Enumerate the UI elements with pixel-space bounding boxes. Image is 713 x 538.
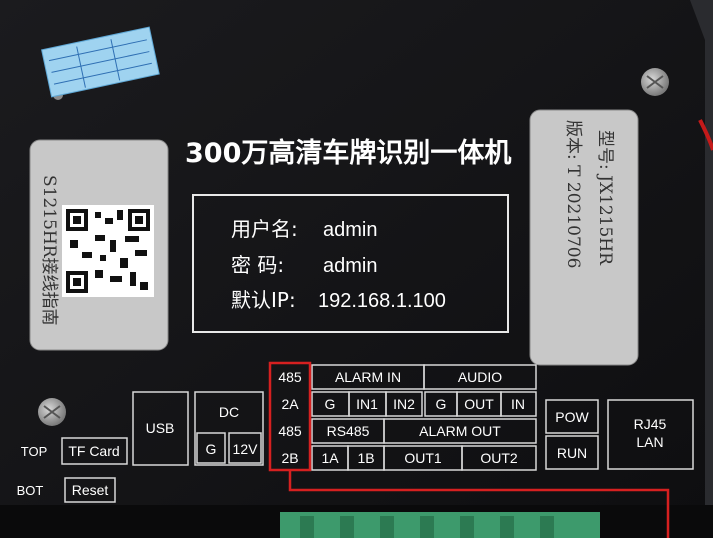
credentials-box: [192, 194, 509, 333]
bot-label: BOT: [17, 483, 44, 498]
product-title: 300万高清车牌识别一体机: [185, 137, 511, 169]
dc-g-label: G: [206, 441, 217, 457]
dc-label: DC: [219, 404, 239, 420]
username-value: admin: [323, 219, 377, 241]
usb-box: [132, 391, 189, 466]
port-485-top: 485: [278, 369, 302, 385]
alarm-in-label: ALARM IN: [335, 369, 401, 385]
dc-12v-label: 12V: [233, 441, 259, 457]
rs485-label: RS485: [327, 423, 370, 439]
qr-pattern: [66, 209, 150, 293]
password-value: admin: [323, 255, 377, 277]
reset-label: Reset: [72, 482, 109, 498]
alarm-out2: OUT2: [480, 450, 518, 466]
port-1a: 1A: [321, 450, 339, 466]
audio-g: G: [436, 396, 447, 412]
run-label: RUN: [557, 445, 587, 461]
reset-box: [64, 477, 116, 503]
pow-label: POW: [555, 409, 589, 425]
pow-box: [545, 399, 599, 434]
blue-sticker: [41, 26, 160, 98]
version-text: 版本: T 20210706: [563, 120, 583, 268]
port-2a: 2A: [281, 396, 299, 412]
alarm-out1: OUT1: [404, 450, 442, 466]
alarm-in-g: G: [325, 396, 336, 412]
lan-label: LAN: [636, 434, 663, 450]
alarm-in1: IN1: [356, 396, 378, 412]
port-2b: 2B: [281, 450, 298, 466]
password-label: 密 码:: [231, 253, 284, 277]
highlight-line: [288, 470, 670, 538]
username-label: 用户名:: [231, 217, 298, 241]
audio-in: IN: [511, 396, 525, 412]
port-485-bottom: 485: [278, 423, 302, 439]
model-label: [529, 109, 639, 366]
ip-value: 192.168.1.100: [318, 290, 446, 312]
rj45-label: RJ45: [634, 416, 667, 432]
usb-label: USB: [146, 420, 175, 436]
run-box: [545, 435, 599, 470]
label-left-text: S1215HR接线指南: [39, 175, 59, 326]
alarm-out-label: ALARM OUT: [419, 423, 501, 439]
tf-card-box: [61, 437, 128, 465]
rj45-box: [607, 399, 694, 470]
alarm-in2: IN2: [393, 396, 415, 412]
tf-card-label: TF Card: [68, 443, 119, 459]
audio-label: AUDIO: [458, 369, 502, 385]
model-text: 型号: JX1215HR: [595, 130, 615, 266]
audio-out: OUT: [464, 396, 494, 412]
top-label: TOP: [21, 444, 48, 459]
ip-label: 默认IP:: [231, 288, 296, 312]
dc-box: [194, 391, 264, 466]
port-1b: 1B: [357, 450, 374, 466]
